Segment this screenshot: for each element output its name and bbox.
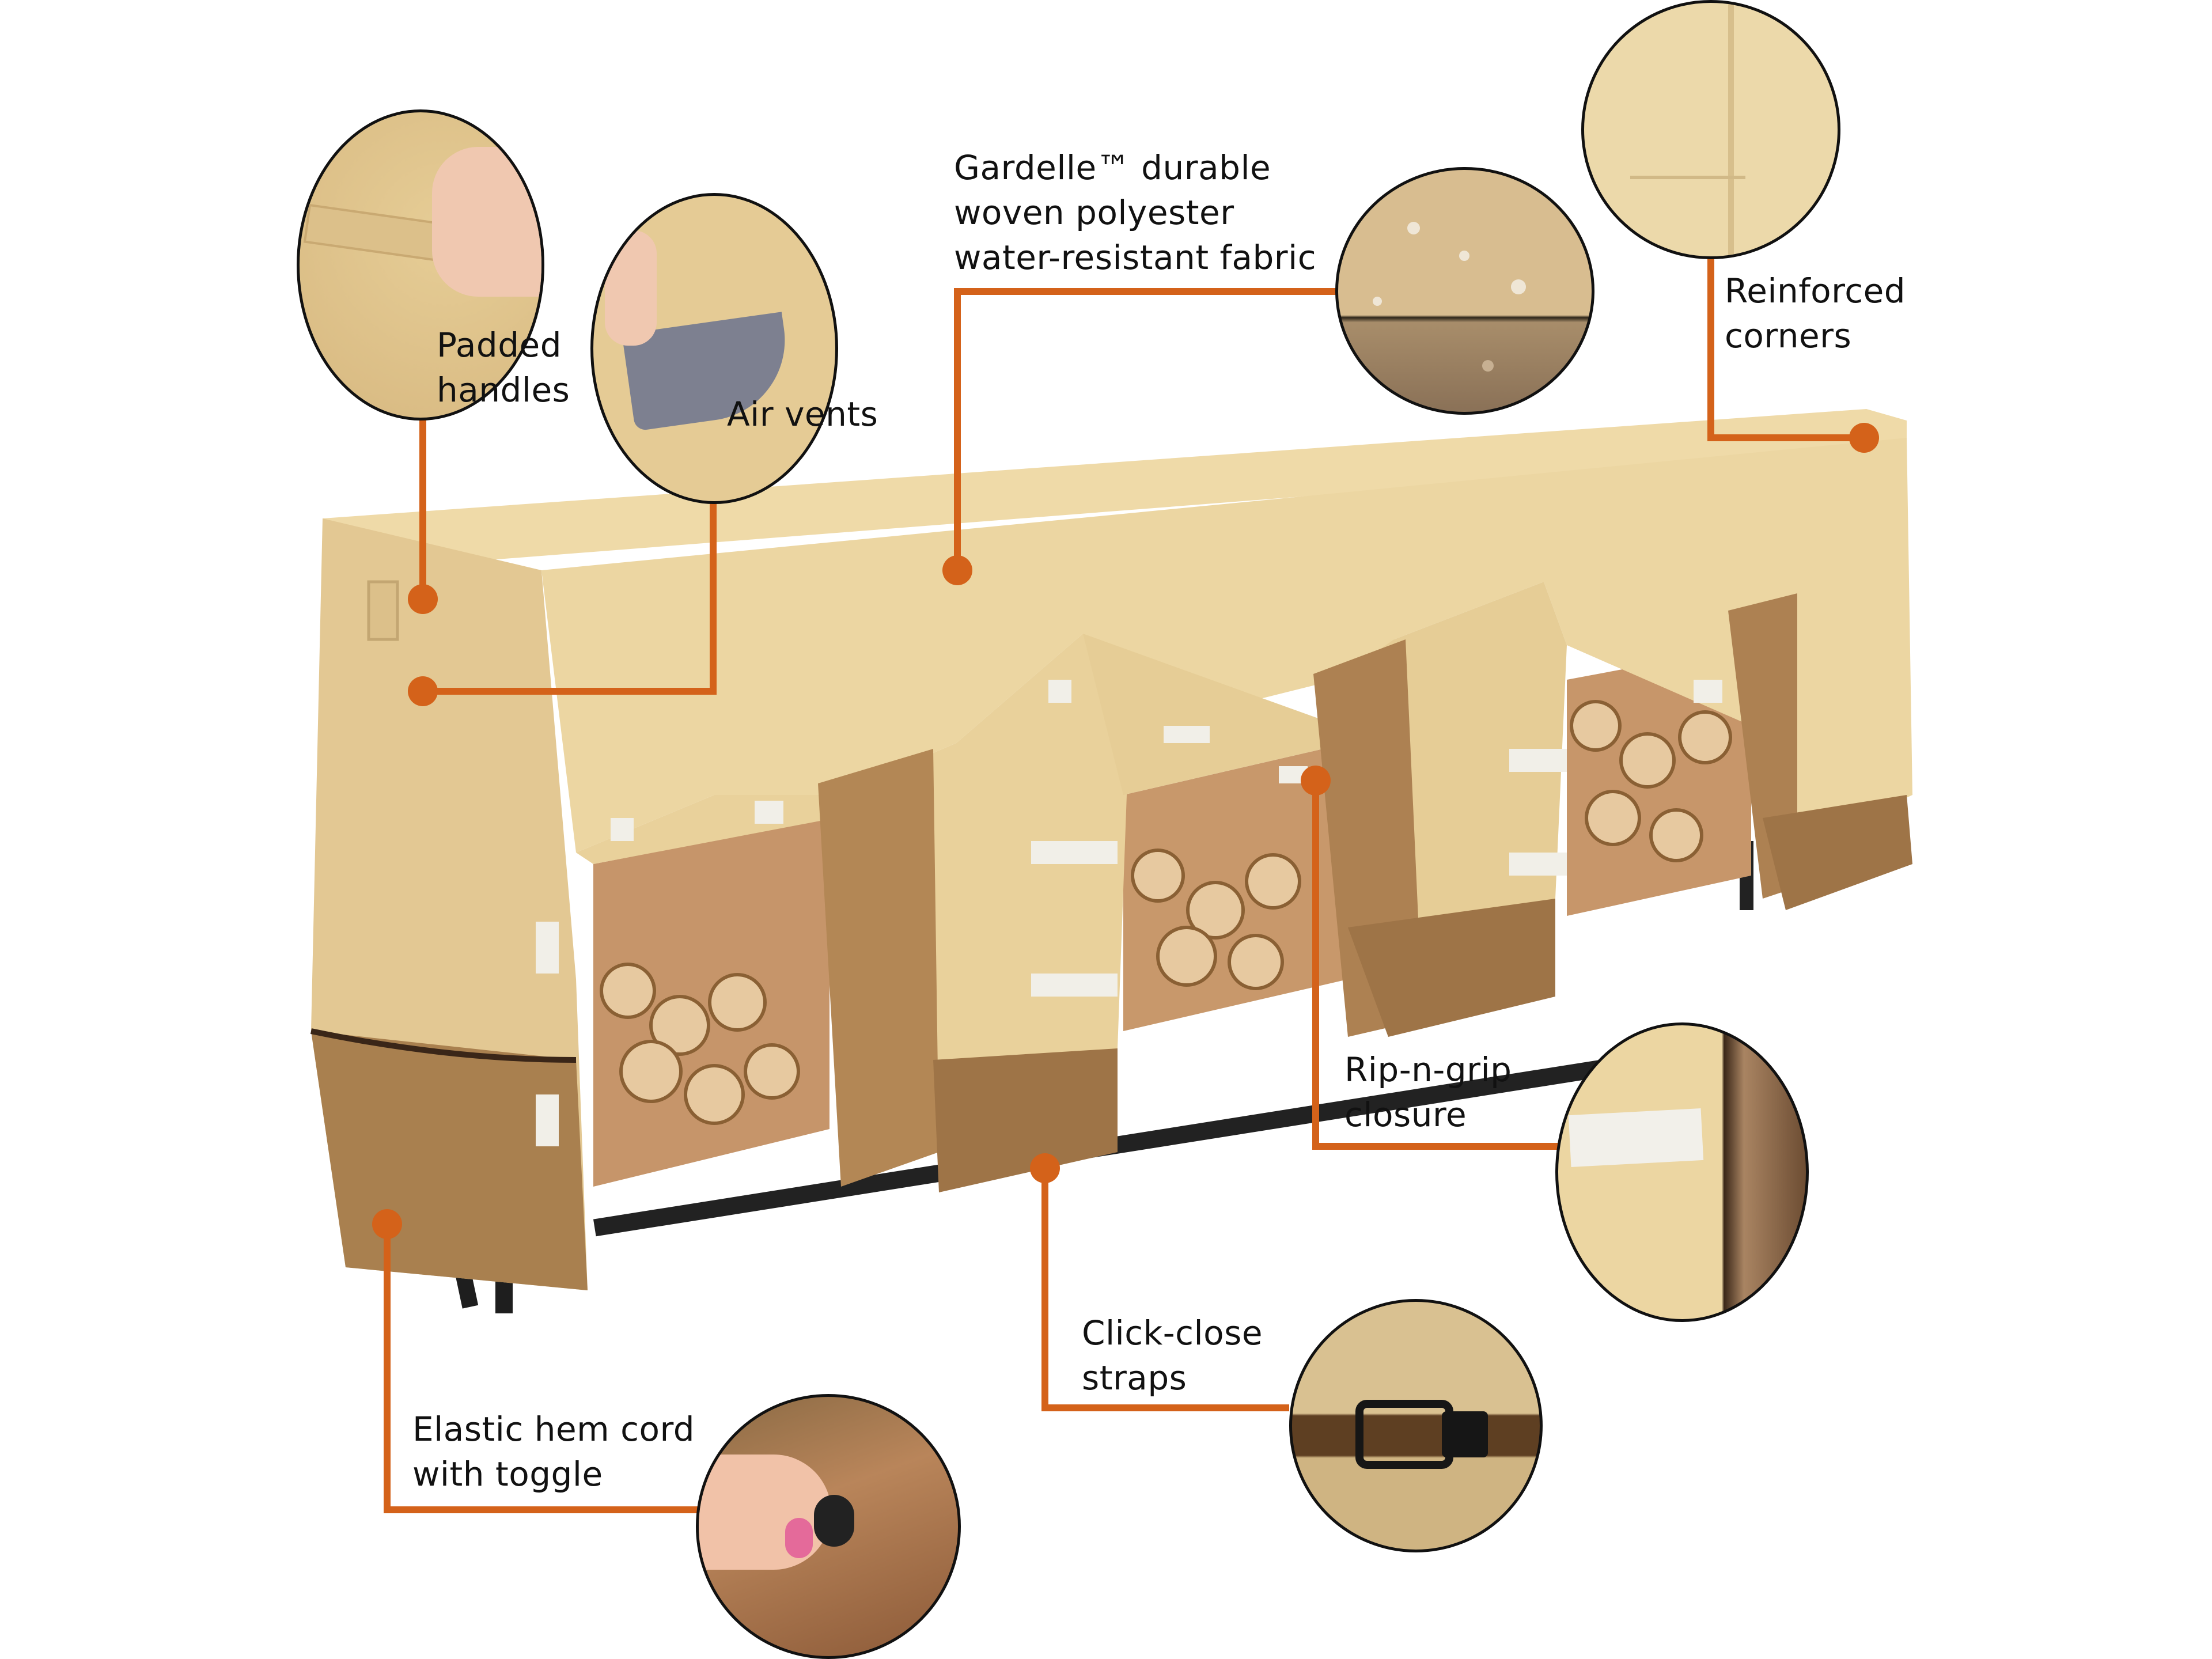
callout-line-elastic-hem-h bbox=[384, 1506, 706, 1513]
callout-dot-rip-n-grip bbox=[1301, 766, 1331, 796]
label-padded-handles: Padded handles bbox=[437, 325, 570, 410]
detail-bubble-fabric bbox=[1335, 167, 1594, 415]
detail-bubble-reinforced-corners bbox=[1581, 0, 1840, 259]
detail-bubble-elastic-hem bbox=[696, 1394, 961, 1659]
detail-bubble-rip-n-grip bbox=[1555, 1022, 1809, 1322]
detail-bubble-click-close bbox=[1289, 1299, 1543, 1552]
callout-dot-air-vents bbox=[408, 676, 438, 706]
callout-dot-padded-handles bbox=[408, 584, 438, 614]
callout-line-fabric-v bbox=[954, 288, 961, 570]
callout-dot-elastic-hem bbox=[372, 1209, 402, 1239]
callout-line-click-close-v bbox=[1041, 1168, 1048, 1410]
label-air-vents: Air vents bbox=[727, 395, 878, 434]
callout-dot-click-close bbox=[1030, 1153, 1060, 1183]
label-reinforced-corners: Reinforced corners bbox=[1725, 271, 1906, 355]
callout-line-reinforced-corners-h bbox=[1707, 434, 1864, 441]
callout-line-click-close-h bbox=[1041, 1404, 1289, 1411]
callout-line-rip-n-grip-v bbox=[1312, 781, 1319, 1149]
callout-dot-fabric bbox=[942, 555, 972, 585]
callout-line-air-vents-h bbox=[423, 688, 717, 695]
label-rip-n-grip: Rip-n-grip closure bbox=[1344, 1050, 1512, 1134]
detail-bubble-air-vents bbox=[590, 193, 838, 504]
detail-bubble-padded-handles bbox=[297, 109, 544, 421]
callout-line-elastic-hem-v bbox=[384, 1224, 391, 1512]
callout-line-fabric-h bbox=[954, 288, 1340, 295]
callout-line-reinforced-corners-v bbox=[1707, 256, 1714, 441]
label-click-close: Click-close straps bbox=[1082, 1313, 1263, 1397]
callout-dot-reinforced-corners bbox=[1849, 423, 1879, 453]
label-fabric: Gardelle™ durable woven polyester water-… bbox=[954, 148, 1317, 277]
callout-line-rip-n-grip-h bbox=[1312, 1143, 1560, 1150]
label-elastic-hem: Elastic hem cord with toggle bbox=[412, 1410, 695, 1494]
